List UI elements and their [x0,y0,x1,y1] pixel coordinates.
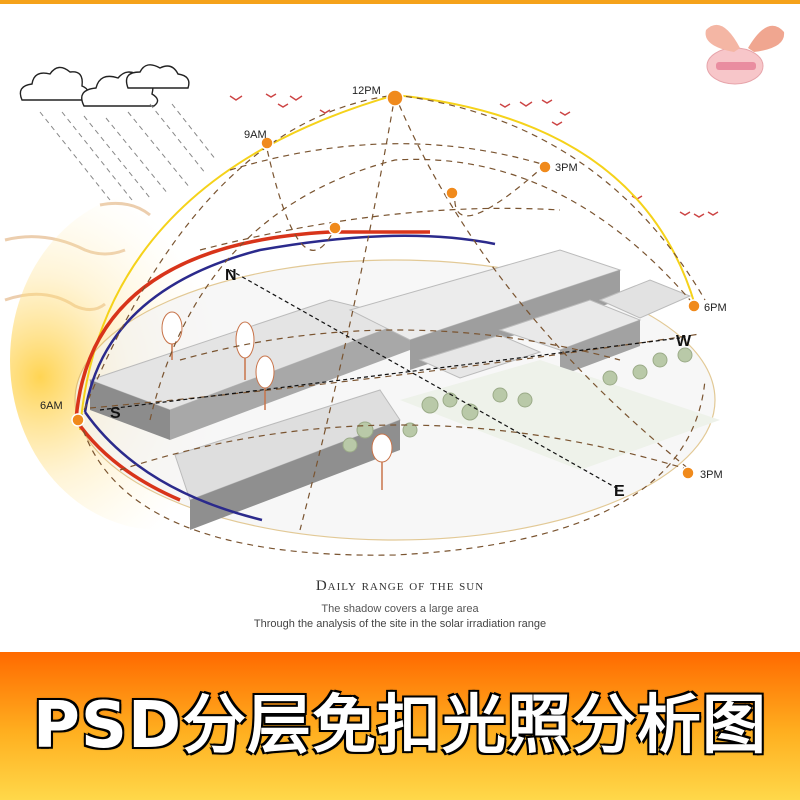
cloud-icon [19,66,89,101]
time-label-6am: 6AM [40,400,63,412]
compass-axis [99,269,681,491]
site-buildings [88,249,720,530]
bird-icon [229,93,719,218]
banner-text: PSD分层免扣光照分析图 [32,689,768,763]
red-arc [74,230,430,421]
caption-title: Daily range of the sun [315,578,485,594]
butterfly-logo-icon [705,24,785,85]
caption-line-2: Through the analysis of the site in the … [253,618,547,630]
time-label-6pm: 6PM [704,302,727,314]
time-label-3pm-lower: 3PM [700,469,723,481]
caption-line-1: The shadow covers a large area [321,603,479,615]
cloud-icon [125,64,190,89]
top-accent-bar [0,0,800,4]
compass-south: S [110,405,121,422]
sun-markers [71,89,701,480]
rain-icon [39,103,217,201]
promo-banner: PSD分层免扣光照分析图 [0,652,800,800]
time-label-9am: 9AM [244,129,267,141]
blue-arc-lower [83,411,263,522]
sun-path-diagram: N S E W 12PM 9AM 3PM 6PM 6AM 3PM [4,24,785,556]
compass-north: N [225,267,237,284]
compass-west: W [676,333,692,350]
time-label-12pm: 12PM [352,85,381,97]
time-label-3pm-upper: 3PM [555,162,578,174]
compass-east: E [614,483,625,500]
caption-block: Daily range of the sun The shadow covers… [0,578,800,630]
blue-arc [83,234,496,413]
